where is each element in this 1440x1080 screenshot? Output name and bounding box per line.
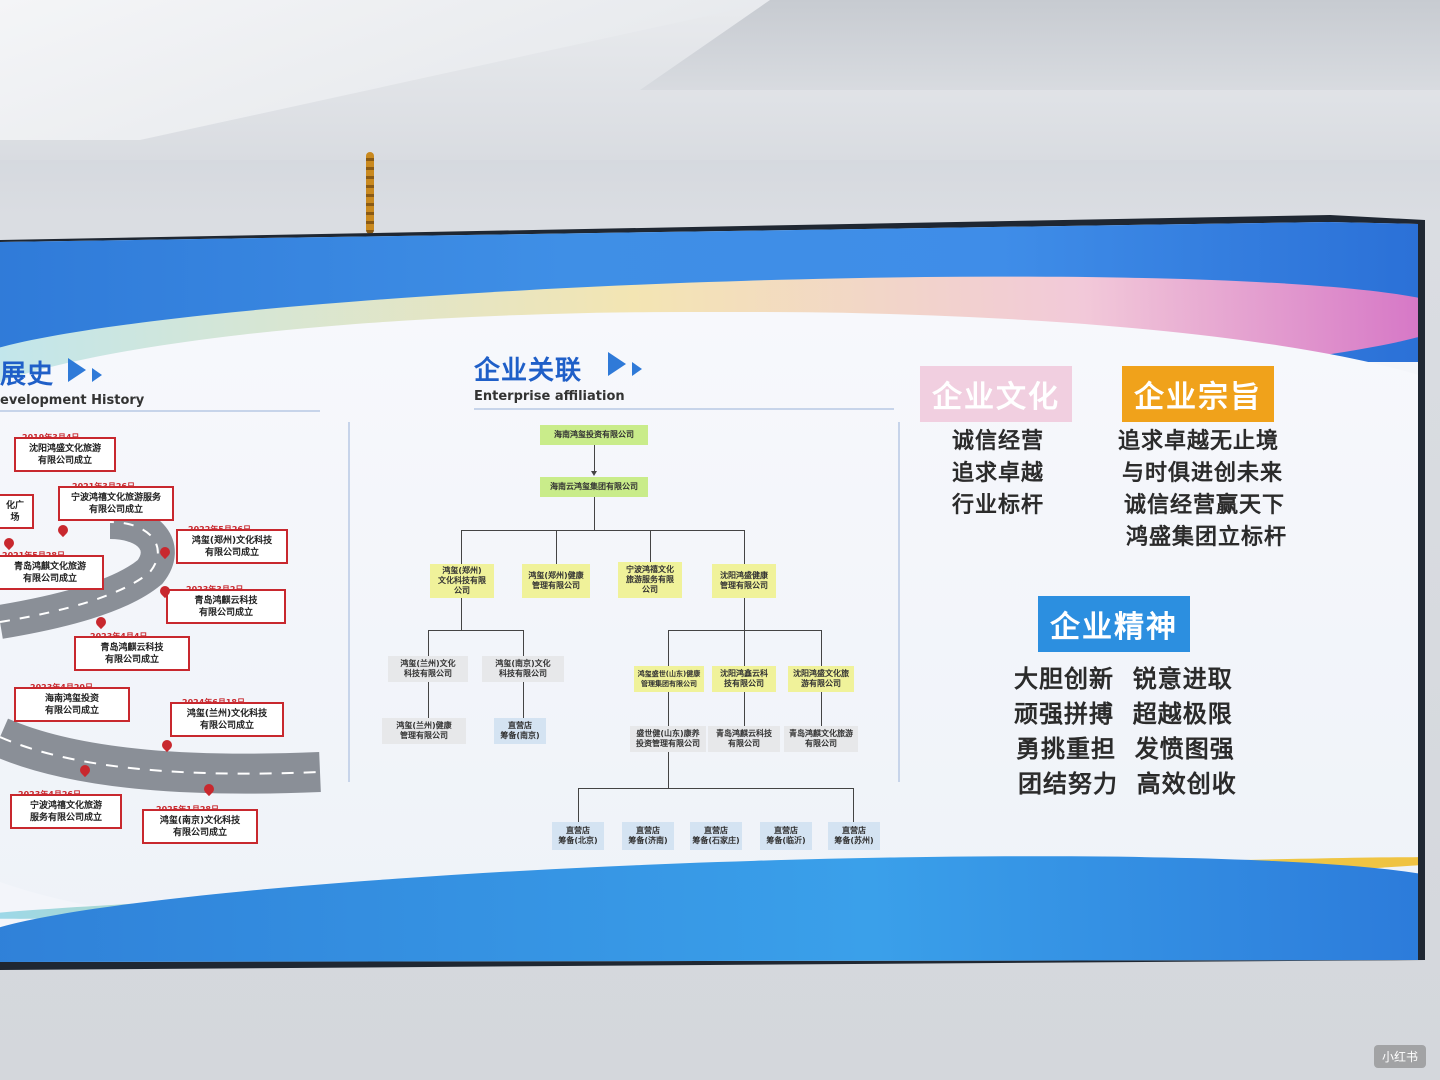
org-node: 沈阳鸿鑫云科 技有限公司 bbox=[712, 666, 776, 692]
org-node: 盛世健(山东)康养 投资管理有限公司 bbox=[630, 726, 706, 752]
org-connector bbox=[556, 530, 557, 564]
org-connector bbox=[744, 530, 745, 564]
affiliation-subtitle: Enterprise affiliation bbox=[474, 389, 625, 404]
org-connector bbox=[523, 630, 524, 656]
org-node: 沈阳鸿盛健康 管理有限公司 bbox=[712, 564, 776, 598]
org-connector bbox=[461, 530, 744, 531]
org-connector bbox=[668, 752, 669, 788]
history-event-card: 宁波鸿禧文化旅游服务 有限公司成立 bbox=[58, 486, 174, 521]
org-connector bbox=[821, 692, 822, 726]
culture-line: 诚信经营 bbox=[952, 429, 1045, 454]
org-node: 鸿玺盛世(山东)健康 管理集团有限公司 bbox=[634, 666, 704, 692]
org-connector bbox=[668, 630, 669, 666]
purpose-line: 鸿盛集团立标杆 bbox=[1126, 525, 1288, 550]
watermark-logo: 小红书 bbox=[1373, 1045, 1426, 1068]
org-connector bbox=[428, 682, 429, 718]
org-node: 沈阳鸿盛文化旅 游有限公司 bbox=[788, 666, 854, 692]
culture-badge: 企业文化 bbox=[920, 366, 1072, 422]
road-graphic bbox=[0, 505, 321, 794]
org-node: 鸿玺(南京)文化 科技有限公司 bbox=[482, 656, 564, 682]
store-node: 直营店 筹备(临沂) bbox=[760, 822, 812, 850]
arrow-down-icon bbox=[591, 471, 597, 476]
display-board: 展史 evelopment History 2019年3月4日 沈阳鸿盛文化旅游… bbox=[0, 222, 1418, 962]
purpose-line: 诚信经营赢天下 bbox=[1124, 493, 1286, 518]
org-root: 海南鸿玺投资有限公司 bbox=[540, 425, 648, 445]
history-event-card: 青岛鸿麒云科技 有限公司成立 bbox=[166, 589, 286, 624]
org-connector bbox=[744, 598, 745, 630]
org-node: 鸿玺(郑州)健康 管理有限公司 bbox=[522, 564, 590, 598]
affiliation-arrows-icon bbox=[608, 352, 642, 376]
org-node: 鸿玺(郑州) 文化科技有限 公司 bbox=[430, 564, 494, 598]
org-connector bbox=[744, 692, 745, 726]
org-node: 宁波鸿禧文化 旅游服务有限 公司 bbox=[618, 562, 682, 598]
org-node: 青岛鸿麒云科技 有限公司 bbox=[708, 726, 780, 752]
store-node: 直营店 筹备(北京) bbox=[552, 822, 604, 850]
spirit-line: 大胆创新 锐意进取 bbox=[1014, 665, 1233, 693]
history-event-card: 沈阳鸿盛文化旅游 有限公司成立 bbox=[14, 437, 116, 472]
org-connector bbox=[594, 445, 595, 473]
history-event-card: 鸿玺(兰州)文化科技 有限公司成立 bbox=[170, 702, 284, 737]
spirit-line: 顽强拼搏 超越极限 bbox=[1014, 700, 1233, 728]
org-connector bbox=[650, 530, 651, 564]
org-connector bbox=[428, 630, 524, 631]
history-title: 展史 bbox=[0, 360, 55, 390]
spirit-line: 团结努力 高效创收 bbox=[1018, 770, 1237, 798]
history-event-card: 青岛鸿麒文化旅游 有限公司成立 bbox=[0, 555, 104, 590]
store-node: 直营店 筹备(济南) bbox=[622, 822, 674, 850]
org-node: 鸿玺(兰州)健康 管理有限公司 bbox=[382, 718, 466, 744]
org-connector bbox=[428, 630, 429, 656]
org-node: 鸿玺(兰州)文化 科技有限公司 bbox=[388, 656, 468, 682]
section-divider bbox=[348, 422, 350, 782]
history-event-card: 宁波鸿禧文化旅游 服务有限公司成立 bbox=[10, 794, 122, 829]
org-connector bbox=[744, 630, 745, 666]
history-event-card: 化广场 bbox=[0, 494, 34, 529]
culture-line: 追求卓越 bbox=[952, 461, 1045, 486]
purpose-line: 与时俱进创未来 bbox=[1122, 461, 1284, 486]
section-divider bbox=[898, 422, 900, 782]
org-connector bbox=[821, 630, 822, 666]
org-connector bbox=[668, 692, 669, 726]
history-event-card: 青岛鸿麒云科技 有限公司成立 bbox=[74, 636, 190, 671]
ceiling-beam bbox=[640, 0, 1440, 90]
spirit-line: 勇挑重担 发愤图强 bbox=[1016, 735, 1235, 763]
history-divider bbox=[0, 410, 320, 412]
org-connector bbox=[853, 788, 854, 822]
history-event-card: 鸿玺(郑州)文化科技 有限公司成立 bbox=[176, 529, 288, 564]
org-connector bbox=[461, 598, 462, 630]
org-node: 青岛鸿麒文化旅游 有限公司 bbox=[784, 726, 858, 752]
affiliation-divider bbox=[474, 408, 894, 410]
history-event-card: 海南鸿玺投资 有限公司成立 bbox=[14, 687, 130, 722]
store-node: 直营店 筹备(石家庄) bbox=[690, 822, 742, 850]
org-connector bbox=[461, 530, 462, 564]
history-event-card: 鸿玺(南京)文化科技 有限公司成立 bbox=[142, 809, 258, 844]
org-connector bbox=[578, 788, 579, 822]
org-connector bbox=[523, 682, 524, 718]
culture-line: 行业标杆 bbox=[952, 493, 1045, 518]
affiliation-heading: 企业关联 Enterprise affiliation bbox=[474, 350, 625, 404]
history-subtitle: evelopment History bbox=[0, 393, 145, 408]
history-heading: 展史 evelopment History bbox=[0, 354, 144, 408]
org-node: 直营店 筹备(南京) bbox=[494, 718, 546, 744]
affiliation-title: 企业关联 bbox=[474, 356, 583, 386]
purpose-line: 追求卓越无止境 bbox=[1118, 429, 1280, 454]
org-group: 海南云鸿玺集团有限公司 bbox=[540, 477, 648, 497]
purpose-badge: 企业宗旨 bbox=[1122, 366, 1274, 422]
org-connector bbox=[578, 788, 854, 789]
spirit-badge: 企业精神 bbox=[1038, 596, 1190, 652]
store-node: 直营店 筹备(苏州) bbox=[828, 822, 880, 850]
org-connector bbox=[594, 497, 595, 530]
history-arrows-icon bbox=[68, 358, 102, 382]
hanging-cable bbox=[366, 152, 374, 234]
